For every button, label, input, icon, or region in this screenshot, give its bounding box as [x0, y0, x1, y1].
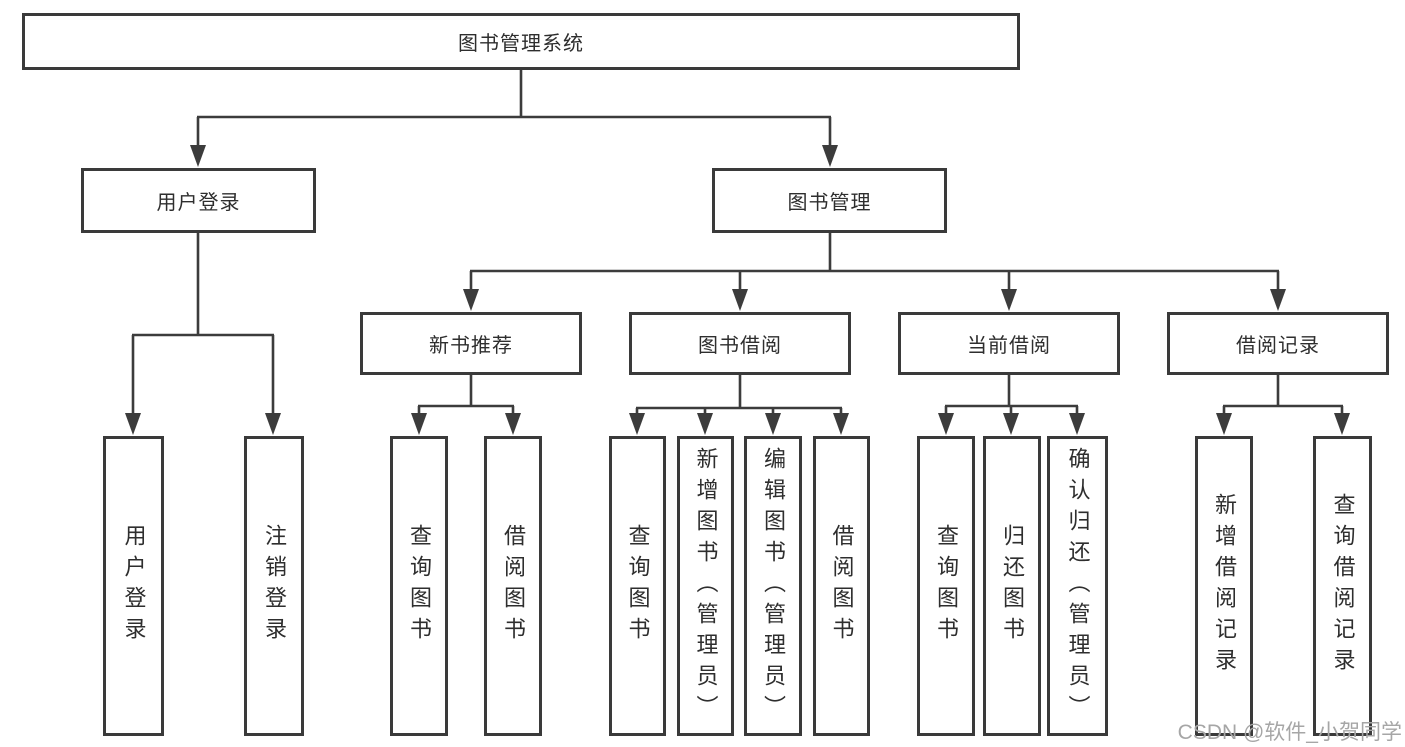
leaf-confirm-return-admin: 确认归还（管理员）	[1047, 436, 1108, 736]
node-borrow-records: 借阅记录	[1167, 312, 1389, 375]
node-label: 用户登录	[156, 192, 241, 214]
leaf-label: 注销登录	[262, 524, 287, 648]
node-current-borrow: 当前借阅	[898, 312, 1120, 375]
leaf-borrow-books: 借阅图书	[813, 436, 870, 736]
leaf-label: 借阅图书	[829, 524, 855, 648]
leaf-label: 编辑图书（管理员）	[761, 446, 786, 726]
node-book-management: 图书管理	[712, 168, 947, 233]
leaf-label: 查询图书	[934, 524, 959, 648]
node-user-login: 用户登录	[81, 168, 316, 233]
leaf-return-books: 归还图书	[983, 436, 1041, 736]
leaf-add-books-admin: 新增图书（管理员）	[677, 436, 734, 736]
node-label: 图书管理	[787, 192, 872, 214]
node-label: 图书借阅	[698, 335, 782, 357]
leaf-label: 确认归还（管理员）	[1065, 446, 1091, 726]
node-new-book-recommend: 新书推荐	[360, 312, 582, 375]
leaf-label: 新增图书（管理员）	[693, 446, 719, 726]
leaf-label: 用户登录	[121, 524, 147, 648]
leaf-query-books: 查询图书	[609, 436, 666, 736]
node-label: 新书推荐	[429, 335, 513, 357]
node-library-system: 图书管理系统	[22, 13, 1020, 70]
leaf-add-borrow-record: 新增借阅记录	[1195, 436, 1253, 736]
leaf-edit-books-admin: 编辑图书（管理员）	[744, 436, 802, 736]
leaf-user-login: 用户登录	[103, 436, 164, 736]
node-label: 图书管理系统	[458, 33, 584, 55]
leaf-query-books: 查询图书	[390, 436, 448, 736]
node-label: 借阅记录	[1236, 335, 1320, 357]
leaf-label: 借阅图书	[501, 524, 526, 648]
leaf-borrow-books: 借阅图书	[484, 436, 542, 736]
leaf-label: 查询图书	[625, 524, 651, 648]
leaf-label: 查询借阅记录	[1330, 493, 1356, 679]
leaf-label: 归还图书	[1000, 524, 1025, 648]
node-book-borrow: 图书借阅	[629, 312, 851, 375]
leaf-logout: 注销登录	[244, 436, 304, 736]
leaf-label: 新增借阅记录	[1212, 493, 1237, 679]
leaf-query-borrow-record: 查询借阅记录	[1313, 436, 1372, 736]
node-label: 当前借阅	[967, 335, 1051, 357]
leaf-label: 查询图书	[407, 524, 432, 648]
csdn-watermark: CSDN @软件_小贺同学	[1177, 721, 1402, 744]
leaf-query-books: 查询图书	[917, 436, 975, 736]
